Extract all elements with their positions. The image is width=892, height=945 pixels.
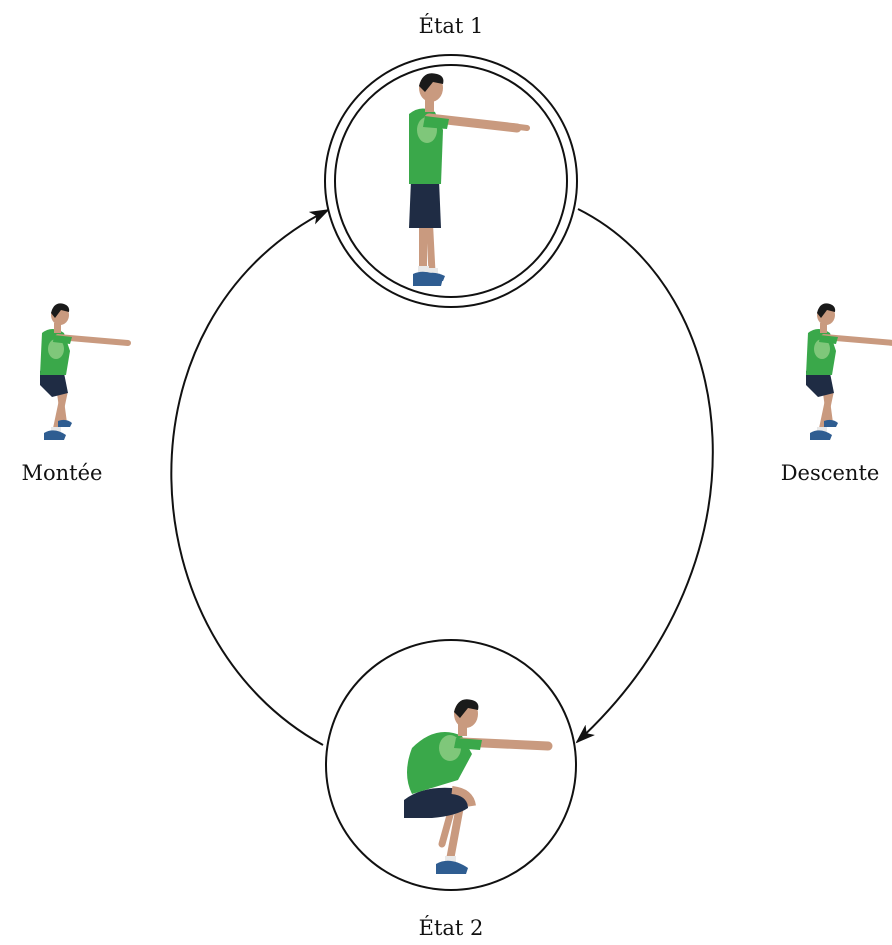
state-2-node xyxy=(325,639,577,891)
state-1-label: État 1 xyxy=(419,14,484,38)
montee-transition-arrow xyxy=(170,209,330,746)
state-1-node xyxy=(324,54,578,308)
montee-pose-image xyxy=(40,303,128,440)
state-2-label: État 2 xyxy=(419,916,484,940)
descente-transition-arrow xyxy=(575,208,714,744)
descente-label: Descente xyxy=(781,461,880,485)
montee-label: Montée xyxy=(22,461,103,485)
descente-pose-image xyxy=(806,303,892,440)
